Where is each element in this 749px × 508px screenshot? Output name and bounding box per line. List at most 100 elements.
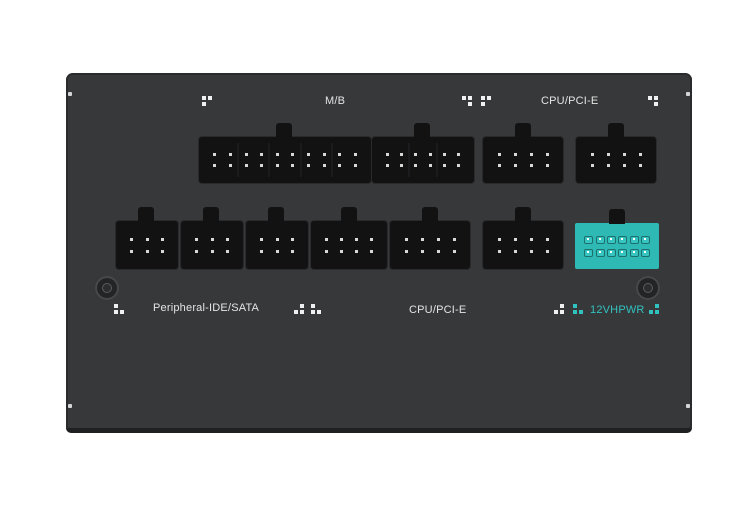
mounting-hole [686, 404, 690, 408]
psu-modular-panel: M/B CPU/PCI-E Peripheral-IDE/SATA CPU/PC… [66, 73, 692, 433]
connector-pin [590, 164, 594, 167]
connector-pin [584, 248, 594, 257]
connector-pin [497, 153, 501, 156]
connector-pin [513, 237, 517, 241]
connector-pin [290, 237, 294, 241]
dots-marker-icon [481, 96, 493, 108]
connector-pin [452, 249, 456, 253]
peripheral-connector-3 [246, 207, 308, 269]
connector-pin [353, 153, 357, 156]
connector-pin [244, 153, 248, 156]
cpu-pcie-bottom-connector-1 [390, 207, 470, 269]
latch-tab [414, 123, 430, 138]
connector-pin [622, 164, 626, 167]
latch-tab [203, 207, 219, 222]
connector-pin [322, 153, 326, 156]
connector-pin [130, 237, 134, 241]
connector-pin [145, 249, 149, 253]
connector-pin [355, 237, 358, 241]
connector-pin [629, 248, 639, 257]
connector-pin [513, 153, 517, 156]
connector-pin [370, 249, 373, 253]
peripheral-connector-4 [311, 207, 387, 269]
screw-icon [636, 276, 660, 300]
connector-pin [629, 235, 639, 244]
connector-pin [640, 248, 650, 257]
dots-marker-icon [311, 304, 323, 316]
connector-pin [584, 235, 594, 244]
connector-pin [130, 249, 134, 253]
connector-pin [638, 153, 642, 156]
peripheral-connector-1 [116, 207, 178, 269]
peripheral-connector-2 [181, 207, 243, 269]
connector-pin [606, 248, 616, 257]
connector-pin [260, 237, 264, 241]
connector-pin [443, 153, 446, 156]
mounting-hole [68, 404, 72, 408]
connector-pin [497, 164, 501, 167]
connector-pin [213, 164, 217, 167]
connector-pin [385, 164, 389, 167]
dots-marker-icon [202, 96, 214, 108]
connector-pin [340, 237, 343, 241]
connector-pin [306, 164, 310, 167]
dots-marker-icon [114, 304, 126, 316]
connector-pin [195, 237, 199, 241]
connector-pin [340, 249, 343, 253]
connector-pin [225, 249, 229, 253]
latch-tab [609, 209, 625, 224]
mounting-hole [686, 92, 690, 96]
dots-marker-icon [649, 304, 661, 316]
connector-pin [260, 164, 264, 167]
connector-pin [420, 249, 424, 253]
connector-pin [414, 153, 418, 156]
connector-pin [529, 153, 533, 156]
pin-divider [436, 143, 439, 177]
connector-pin [529, 249, 533, 253]
connector-pin [275, 237, 279, 241]
cpu-pcie-top-connector-1 [483, 123, 563, 183]
connector-pin [228, 164, 232, 167]
mounting-hole [68, 92, 72, 96]
connector-pin [420, 237, 424, 241]
dots-marker-icon [573, 304, 585, 316]
pin-divider [268, 143, 271, 177]
connector-pin [618, 248, 628, 257]
connector-pin [225, 237, 229, 241]
latch-tab [515, 123, 531, 138]
connector-pin [322, 164, 326, 167]
connector-pin [260, 249, 264, 253]
connector-pin [595, 235, 605, 244]
connector-pin [545, 153, 549, 156]
connector-pin [618, 235, 628, 244]
screw-icon [95, 276, 119, 300]
connector-pin [497, 237, 501, 241]
latch-tab [422, 207, 438, 222]
vhpwr-label: 12VHPWR [590, 304, 645, 316]
connector-pin [355, 249, 358, 253]
connector-pin [306, 153, 310, 156]
latch-tab [276, 123, 292, 138]
connector-pin [529, 164, 533, 167]
connector-pin [275, 153, 279, 156]
dots-marker-icon [554, 304, 566, 316]
connector-pin [213, 153, 217, 156]
connector-pin [210, 237, 214, 241]
connector-pin [385, 153, 389, 156]
connector-pin [400, 153, 403, 156]
connector-pin [404, 237, 408, 241]
connector-pin [436, 249, 440, 253]
peripheral-label: Peripheral-IDE/SATA [153, 302, 260, 314]
connector-pin [210, 249, 214, 253]
connector-pin [428, 164, 432, 167]
connector-pin [290, 249, 294, 253]
connector-pin [606, 164, 610, 167]
pin-divider [330, 143, 333, 177]
connector-pin [622, 153, 626, 156]
connector-pin [145, 237, 149, 241]
connector-pin [545, 237, 549, 241]
connector-pin [325, 237, 328, 241]
connector-pin [291, 153, 295, 156]
connector-pin [338, 153, 342, 156]
connector-pin [640, 235, 650, 244]
